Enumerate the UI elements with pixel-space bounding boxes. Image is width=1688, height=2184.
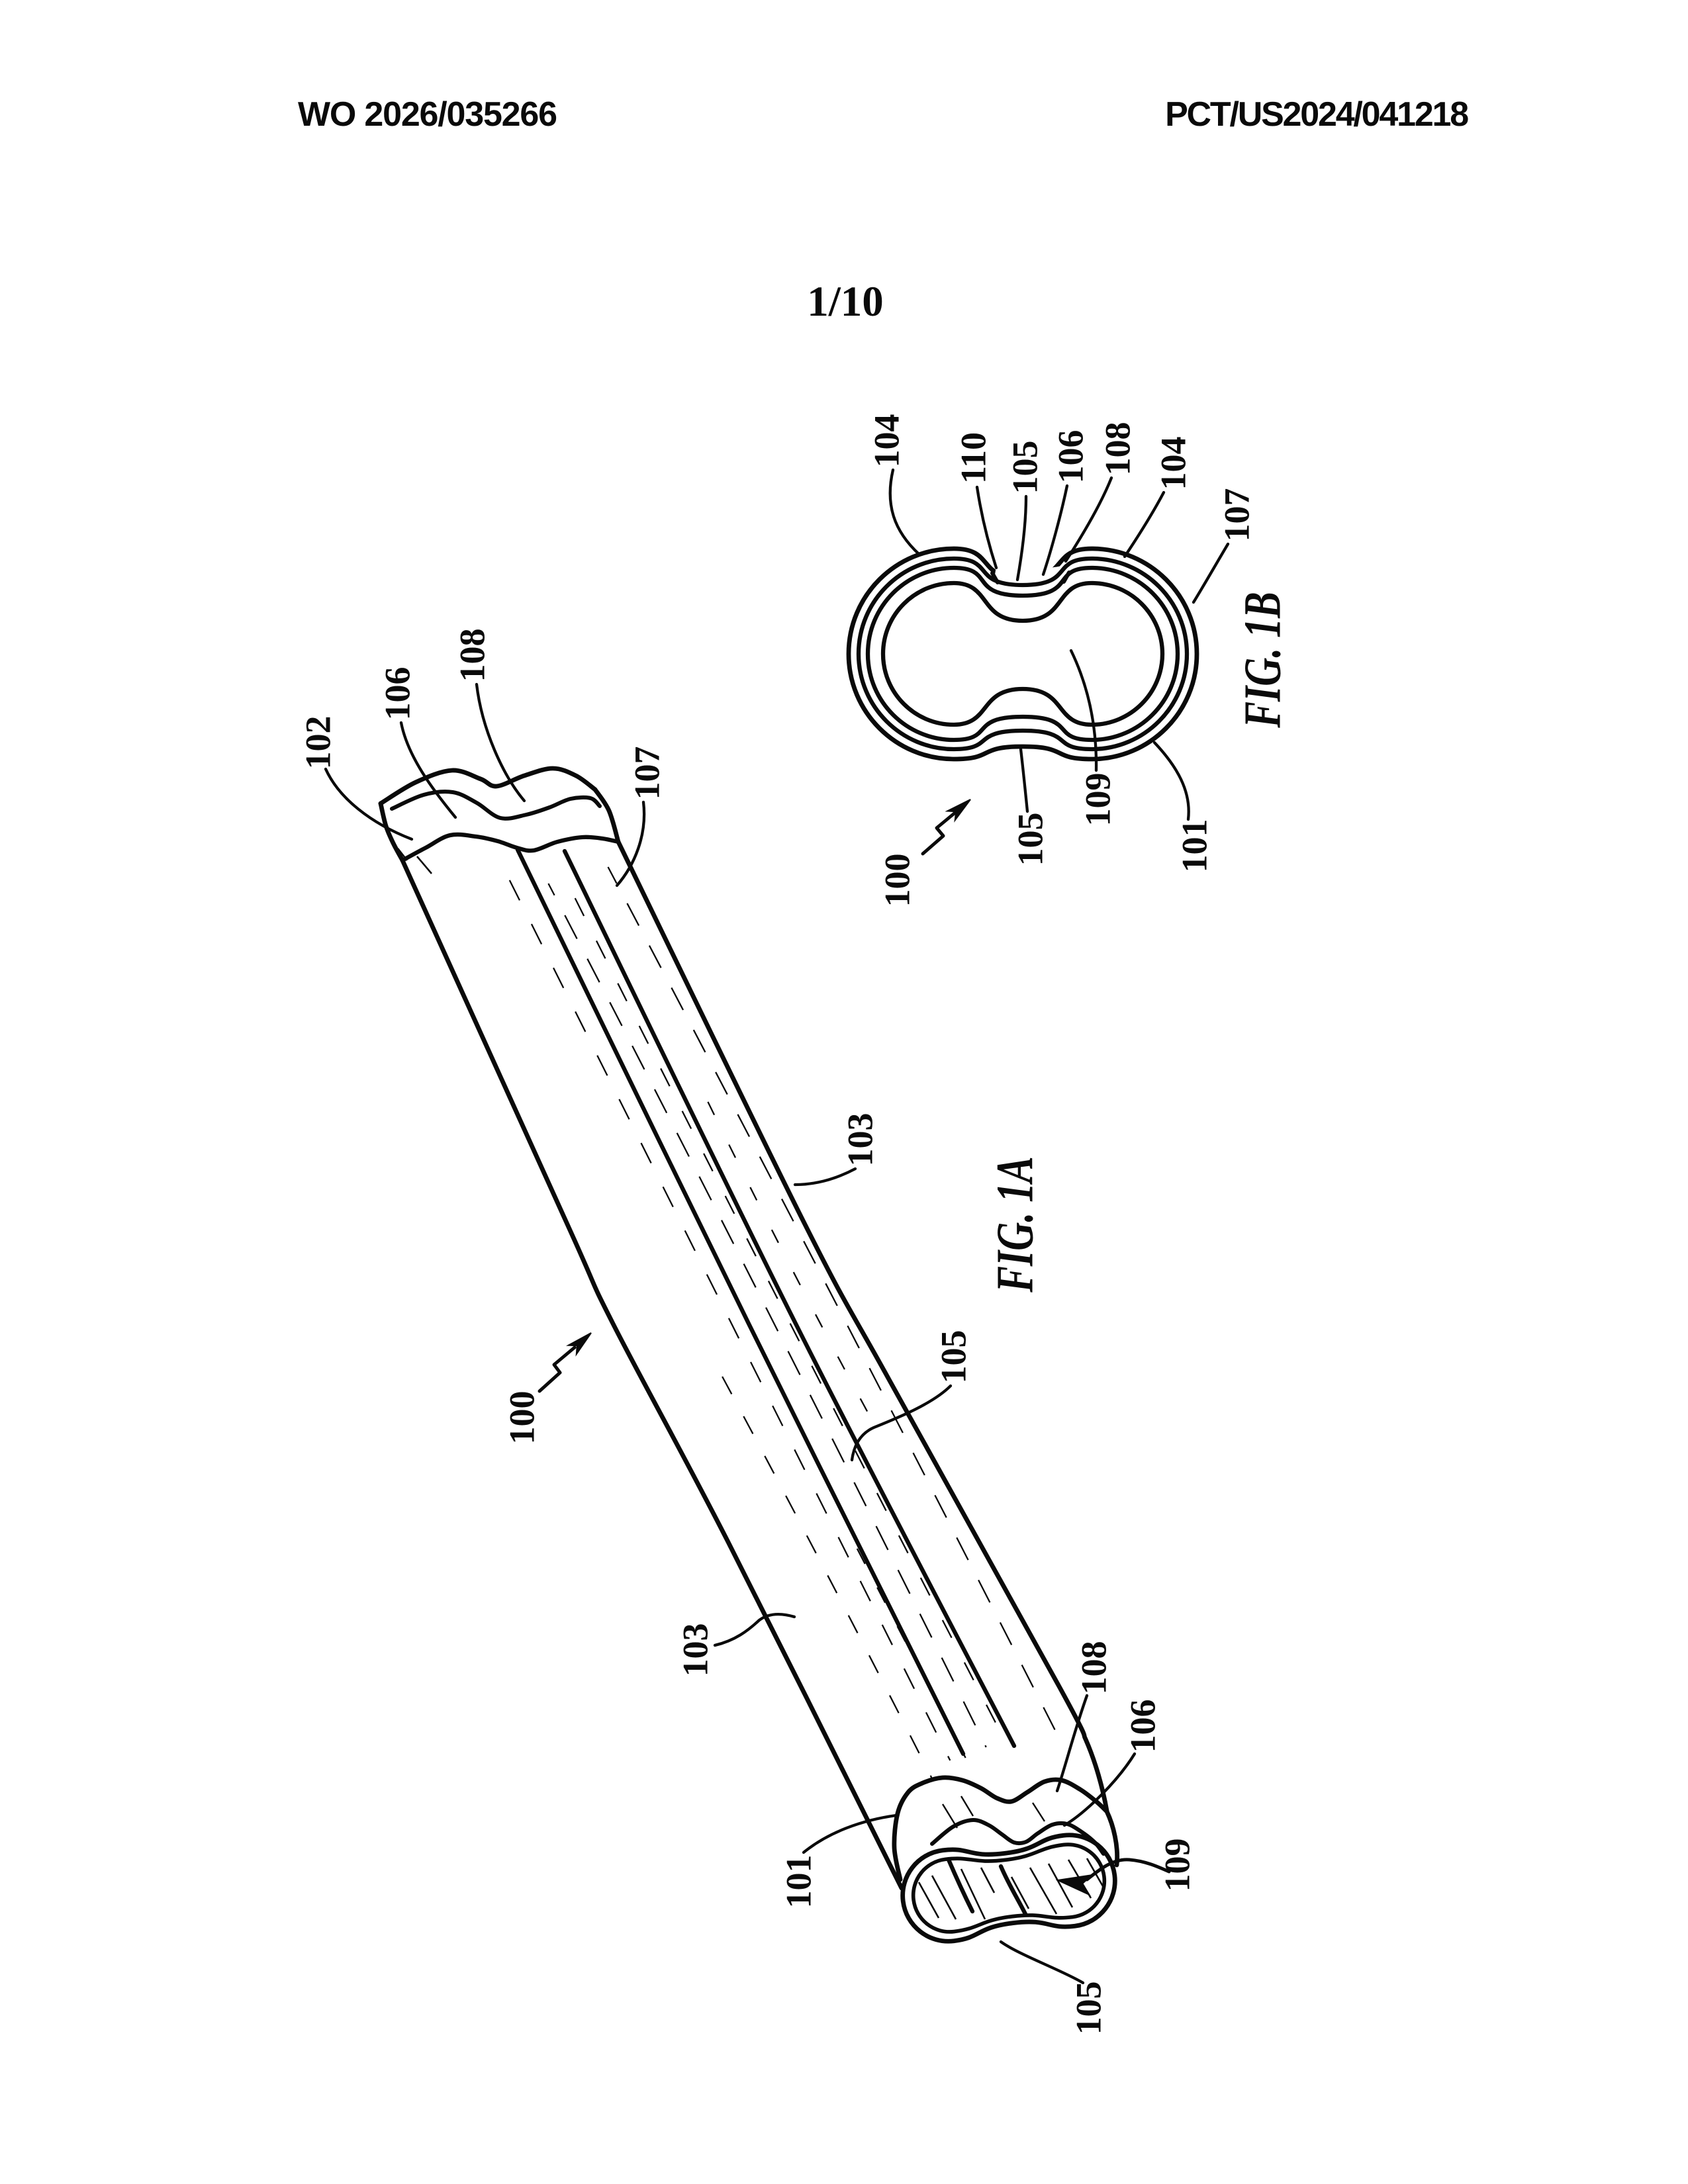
- svg-text:PCT/US2024/041218: PCT/US2024/041218: [1165, 95, 1468, 134]
- svg-text:103: 103: [841, 1113, 880, 1167]
- svg-text:103: 103: [676, 1623, 716, 1677]
- svg-text:101: 101: [1175, 819, 1215, 873]
- svg-text:105: 105: [1006, 441, 1045, 494]
- svg-text:1/10: 1/10: [807, 278, 884, 326]
- svg-text:108: 108: [1098, 422, 1138, 476]
- svg-text:110: 110: [954, 432, 994, 484]
- svg-text:108: 108: [453, 629, 492, 682]
- svg-text:FIG. 1B: FIG. 1B: [1234, 592, 1291, 728]
- svg-text:WO 2026/035266: WO 2026/035266: [298, 95, 557, 134]
- svg-text:106: 106: [1123, 1700, 1163, 1753]
- svg-text:100: 100: [502, 1391, 542, 1445]
- svg-text:105: 105: [1069, 1981, 1109, 2035]
- svg-text:104: 104: [1154, 437, 1194, 490]
- svg-text:100: 100: [878, 854, 917, 907]
- svg-text:101: 101: [779, 1855, 819, 1909]
- svg-text:FIG. 1A: FIG. 1A: [986, 1156, 1044, 1293]
- svg-text:107: 107: [1217, 488, 1257, 542]
- svg-text:109: 109: [1158, 1839, 1197, 1892]
- svg-text:106: 106: [1051, 430, 1091, 484]
- svg-text:108: 108: [1074, 1641, 1114, 1695]
- svg-text:102: 102: [299, 716, 338, 770]
- svg-text:105: 105: [934, 1330, 974, 1384]
- svg-text:104: 104: [867, 414, 907, 468]
- svg-text:109: 109: [1078, 773, 1118, 827]
- svg-text:107: 107: [628, 747, 667, 800]
- svg-text:105: 105: [1011, 813, 1051, 866]
- svg-text:106: 106: [378, 667, 418, 721]
